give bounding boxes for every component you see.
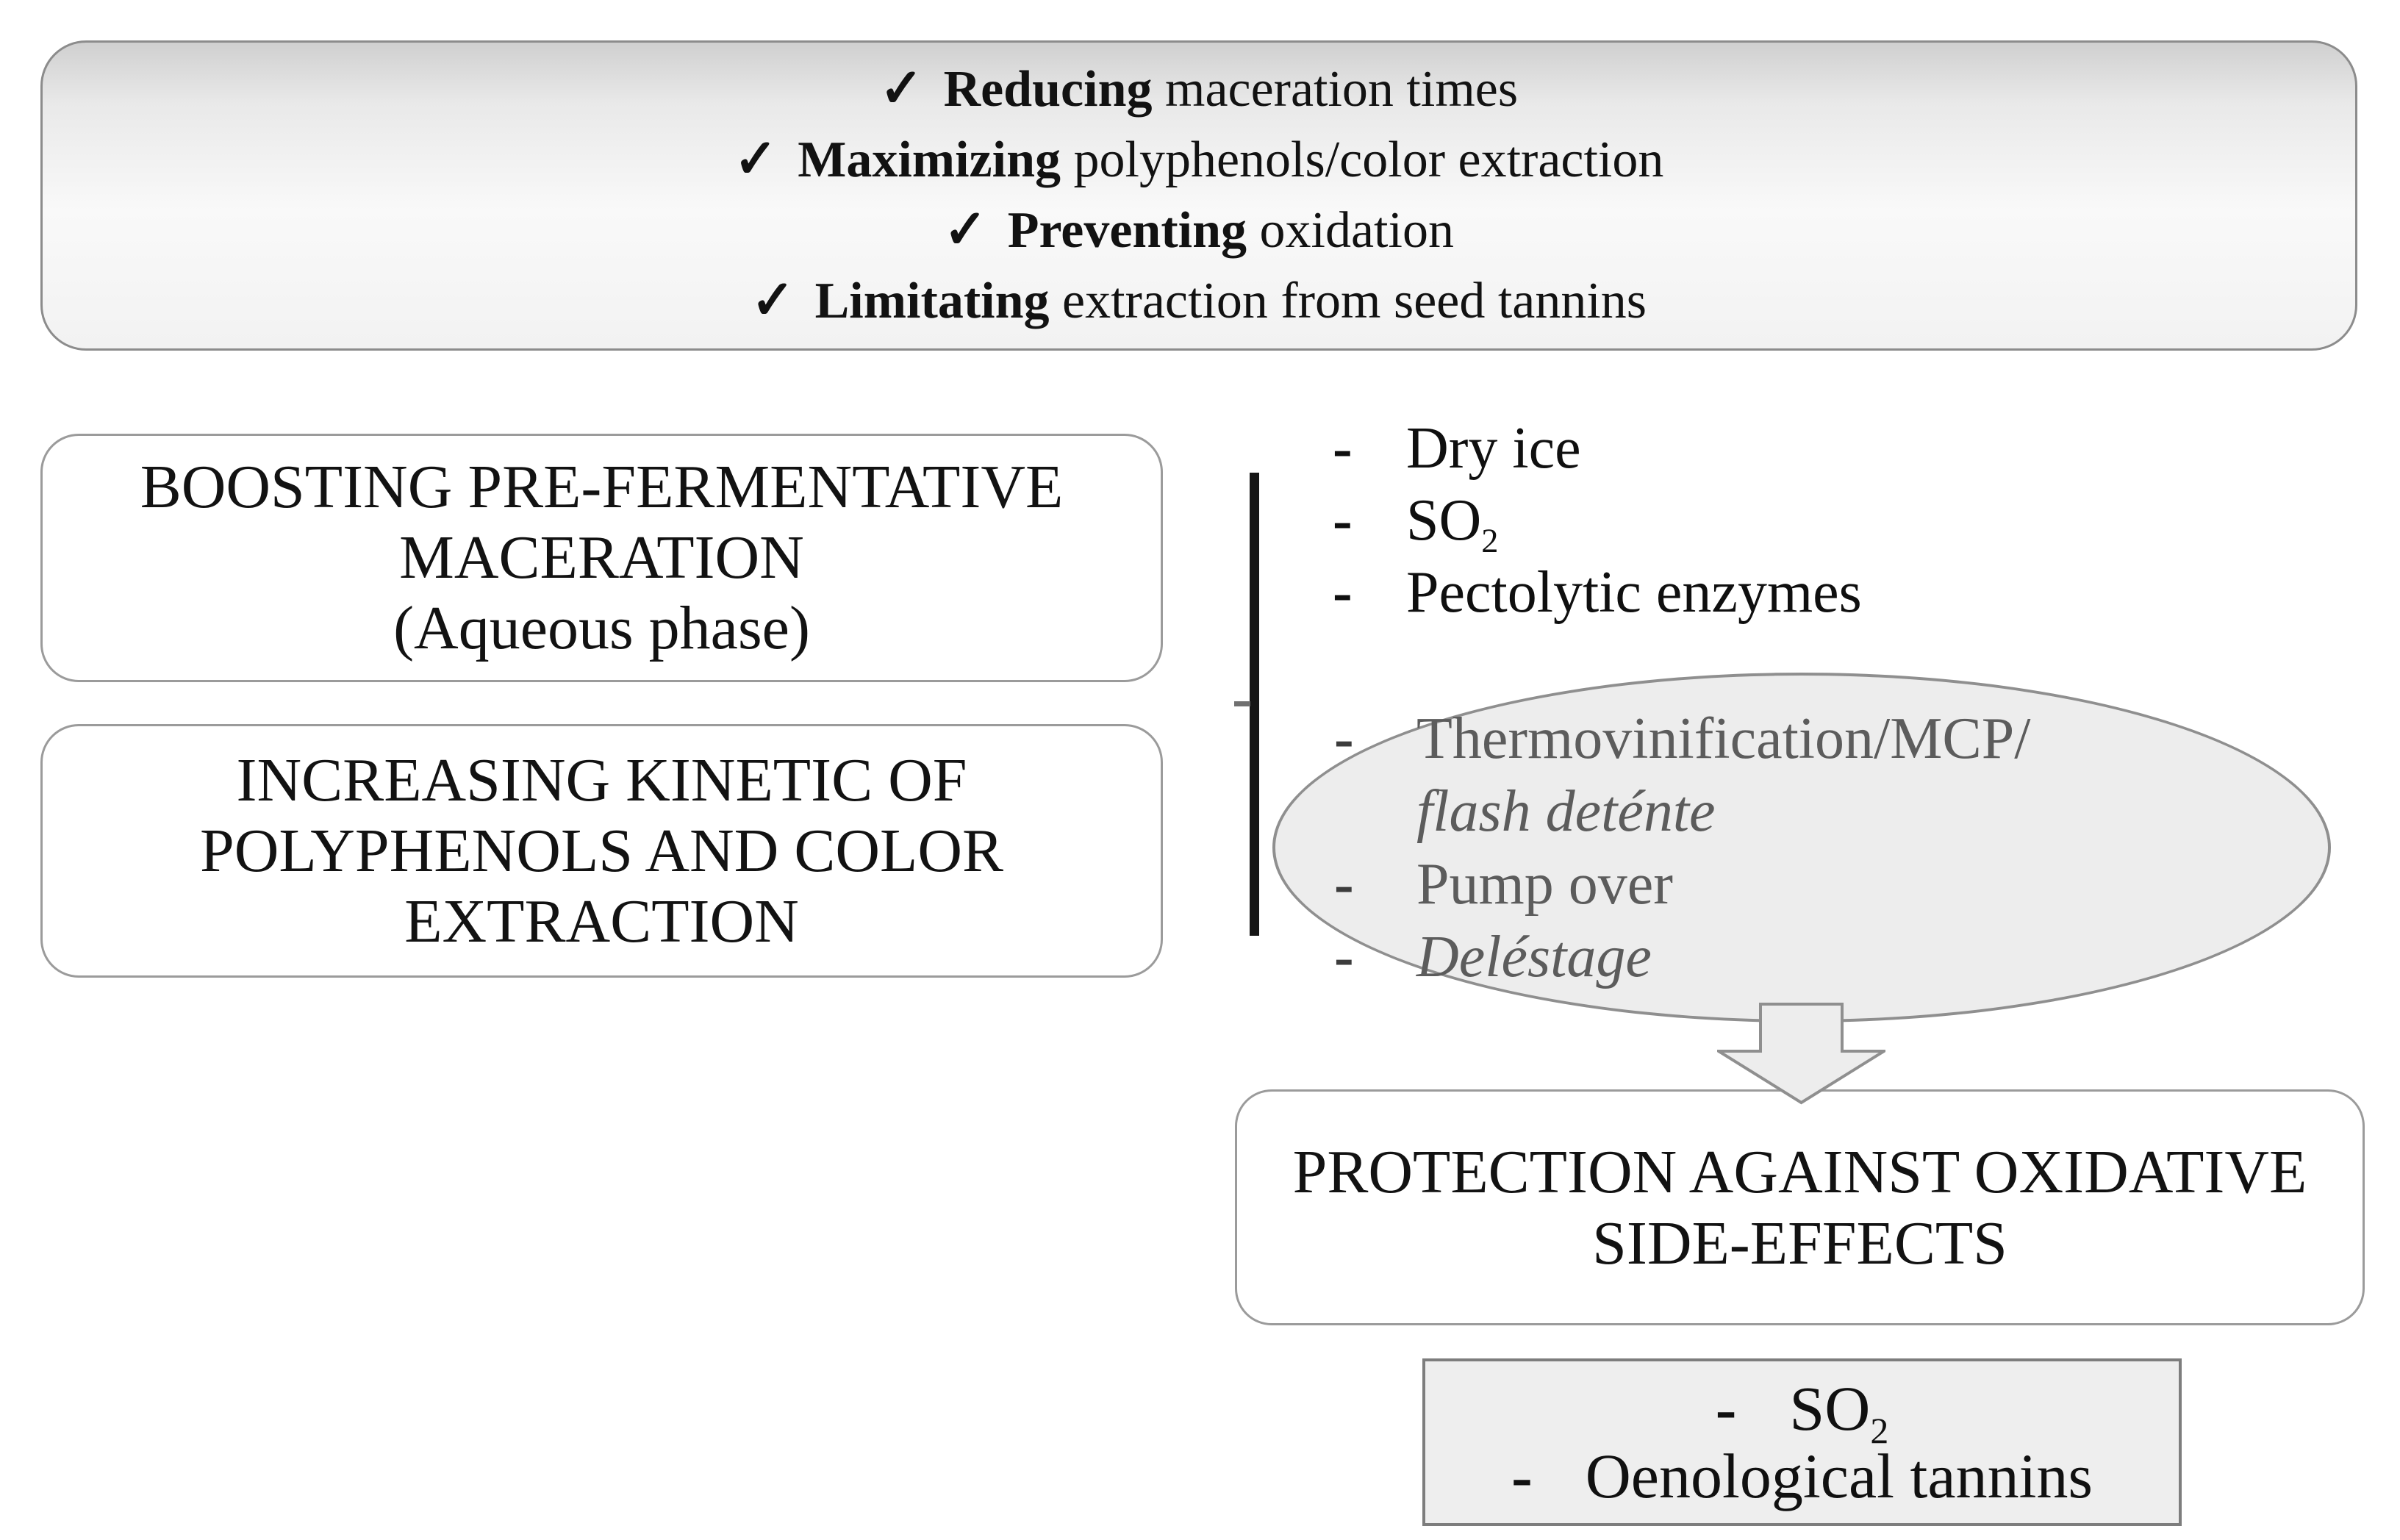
check-icon: ✓ [879,60,923,119]
list-item-text: Deléstage [1416,925,1652,989]
increasing-kinetic-box: INCREASING KINETIC OF POLYPHENOLS AND CO… [40,724,1163,978]
list-item: -Pump over [1334,848,2030,921]
list-item-text: SO [1406,487,1482,553]
protection-agents-box: -SO2 -Oenological tannins [1422,1358,2182,1526]
list-item: -Deléstage [1334,921,2030,994]
boosting-maceration-box: BOOSTING PRE-FERMENTATIVE MACERATION (Aq… [40,434,1163,682]
goal-text: polyphenols/color extraction [1061,132,1664,188]
connector-line [1250,473,1259,936]
dash-bullet-icon: - [1333,487,1353,553]
list-item: -Pectolytic enzymes [1333,556,1862,628]
list-item-text: SO [1789,1373,1871,1444]
goal-keyword: Reducing [943,61,1153,118]
fermentative-techniques-list: -Thermovinification/MCP/ -flash deténte … [1334,703,2030,994]
goal-text: maceration times [1152,61,1519,118]
box-line: EXTRACTION [404,887,799,956]
check-icon: ✓ [734,130,778,190]
goal-item: ✓ Preventing oxidation [944,196,1454,266]
subscript: 2 [1870,1411,1889,1452]
goals-panel: ✓ Reducing maceration times ✓ Maximizing p… [40,40,2357,351]
dash-bullet-icon: - [1511,1441,1533,1511]
list-item-text: Pectolytic enzymes [1406,559,1862,625]
fermentative-techniques-ellipse [1272,673,2331,1023]
dash-bullet-icon: - [1333,415,1353,481]
dash-bullet-icon: - [1333,559,1353,625]
check-icon: ✓ [751,271,795,331]
list-item: -SO2 [1425,1373,2179,1450]
dash-bullet-icon: - [1334,706,1354,771]
list-item-text: Dry ice [1406,415,1581,481]
list-item: -Dry ice [1333,412,1862,484]
connector-tick [1234,701,1250,706]
subscript: 2 [1481,522,1499,560]
box-line: BOOSTING PRE-FERMENTATIVE [140,453,1064,521]
box-line: (Aqueous phase) [393,594,810,662]
goal-item: ✓ Limitating extraction from seed tannins [751,266,1647,337]
box-line: POLYPHENOLS AND COLOR [199,816,1004,885]
list-item-text: flash deténte [1416,779,1716,844]
dash-bullet-icon: - [1715,1373,1737,1444]
dash-bullet-icon: - [1334,925,1354,989]
down-arrow-icon [1717,1003,1885,1105]
goal-text: oxidation [1247,202,1454,259]
box-line: INCREASING KINETIC OF [236,745,967,814]
goal-keyword: Limitating [814,273,1050,329]
box-line: PROTECTION AGAINST OXIDATIVE [1292,1137,2307,1206]
list-item: -SO2 [1333,484,1862,559]
list-item-text: Pump over [1416,852,1673,917]
dash-bullet-icon: - [1334,852,1354,917]
goal-item: ✓ Reducing maceration times [880,54,1518,125]
list-item-text: Thermovinification/MCP/ [1416,706,2031,771]
list-item: -Thermovinification/MCP/ [1334,703,2030,776]
goal-keyword: Maximizing [798,132,1061,188]
protection-box: PROTECTION AGAINST OXIDATIVE SIDE-EFFECT… [1235,1089,2365,1325]
goal-keyword: Preventing [1007,202,1247,259]
goal-item: ✓ Maximizing polyphenols/color extraction [734,125,1664,196]
check-icon: ✓ [944,201,987,260]
box-line: MACERATION [399,523,804,592]
list-item: -Oenological tannins [1425,1441,2179,1511]
prefermentative-list: -Dry ice -SO2 -Pectolytic enzymes [1333,412,1862,628]
list-item: -flash deténte [1334,776,2030,848]
list-item-text: Oenological tannins [1585,1441,2093,1511]
goal-text: extraction from seed tannins [1049,273,1647,329]
box-line: SIDE-EFFECTS [1592,1208,2007,1278]
